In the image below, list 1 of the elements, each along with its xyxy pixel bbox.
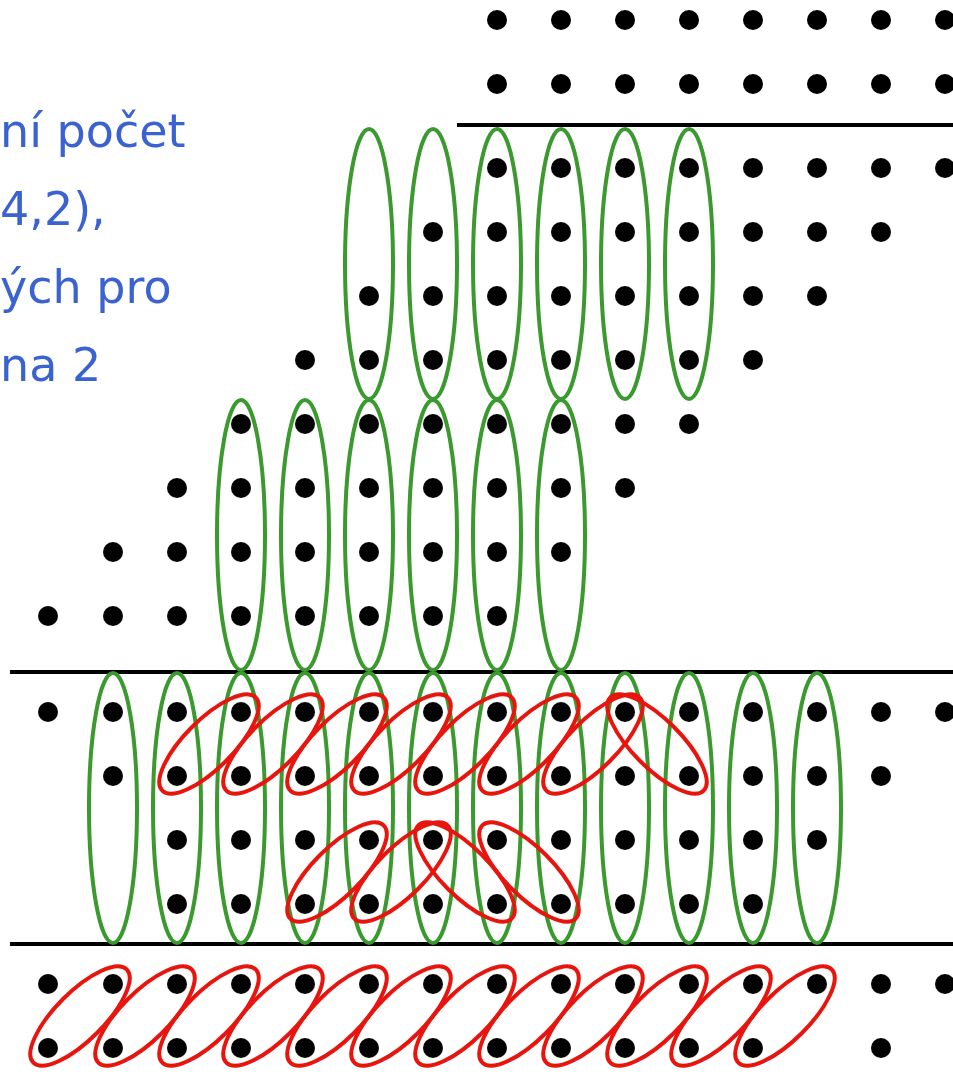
text-fragment: ní počet 4,2), ých pro na 2 (0, 103, 186, 394)
